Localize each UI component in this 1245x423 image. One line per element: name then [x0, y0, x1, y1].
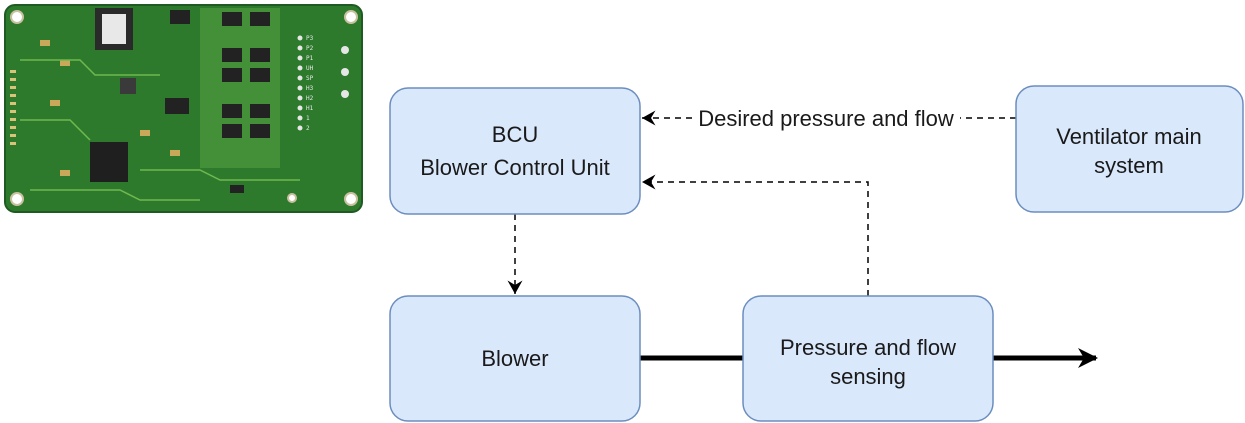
node-ventilator-line2: system [1094, 153, 1164, 178]
silk-label: 2 [306, 125, 310, 132]
node-sensing: Pressure and flow sensing [742, 295, 994, 422]
silk-label: P2 [306, 45, 314, 52]
silk-label: H3 [306, 85, 314, 92]
node-sensing-line2: sensing [830, 364, 906, 389]
node-blower: Blower [389, 295, 641, 422]
node-bcu-subtitle: Blower Control Unit [420, 155, 610, 180]
edge-label-desired-pressure: Desired pressure and flow [698, 106, 954, 131]
node-ventilator-line1: Ventilator main [1056, 124, 1202, 149]
edge-sensing-to-bcu [642, 174, 869, 296]
connector-pads [297, 35, 349, 131]
node-bcu-title: BCU [492, 122, 538, 147]
node-bcu: BCU Blower Control Unit [389, 87, 641, 215]
silk-label: P1 [306, 55, 314, 62]
silk-label: UH [306, 65, 314, 72]
silk-label: H1 [306, 105, 314, 112]
node-sensing-line1: Pressure and flow [780, 335, 956, 360]
silk-label: SP [306, 75, 314, 82]
silk-label: H2 [306, 95, 314, 102]
pcb-board-image: P3 P2 P1 UH SP H3 H2 H1 1 2 [4, 4, 363, 213]
node-ventilator: Ventilator main system [1015, 85, 1244, 213]
silk-label: P3 [306, 35, 314, 42]
silk-label: 1 [306, 115, 310, 122]
node-blower-label: Blower [481, 346, 548, 371]
